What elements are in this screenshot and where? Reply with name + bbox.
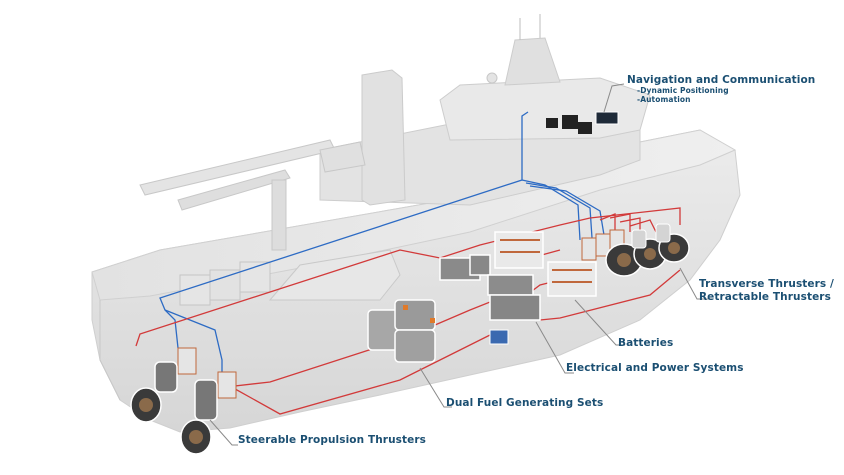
battery-racks [494,231,597,297]
label-navigation: Navigation and Communication -Dynamic Po… [627,74,815,104]
label-electrical-power-systems: Electrical and Power Systems [566,362,744,374]
bridge-consoles [546,111,619,134]
navigation-leader [603,83,625,113]
transverse-thrusters [605,223,690,277]
navigation-item-automation: -Automation [637,95,691,104]
transverse-thrusters-leader [679,267,712,300]
generators-leader [419,367,452,408]
generator-sets [367,299,436,363]
switchboards [439,254,541,321]
pump-unit [489,329,509,345]
label-dual-fuel-generating-sets: Dual Fuel Generating Sets [446,397,604,409]
propulsion-leader [209,419,238,446]
label-steerable-propulsion-thrusters: Steerable Propulsion Thrusters [238,434,426,446]
signal-cables [159,111,605,372]
transverse-thrusters-line2: Retractable Thrusters [699,291,831,303]
navigation-title: Navigation and Communication [627,74,816,86]
transverse-thrusters-line1: Transverse Thrusters / [699,278,834,290]
navigation-item-dynamic-positioning: -Dynamic Positioning [637,86,729,95]
label-batteries: Batteries [618,337,674,349]
electrical-leader [535,321,574,374]
funnel [361,69,406,206]
batteries-leader [574,299,625,346]
crane [139,139,366,251]
propulsion-thrusters [130,361,218,455]
label-transverse-thrusters: Transverse Thrusters / Retractable Thrus… [699,278,834,303]
